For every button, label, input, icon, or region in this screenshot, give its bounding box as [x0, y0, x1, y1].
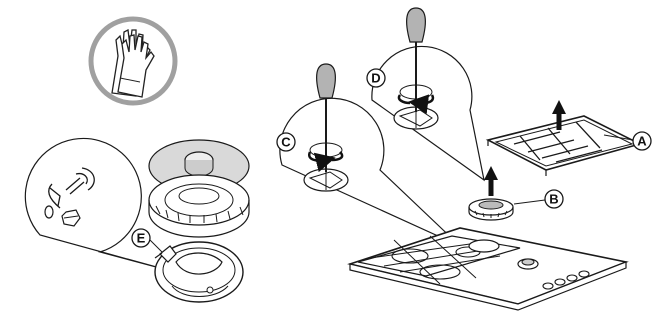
- pan-support-grate: [488, 100, 640, 176]
- nozzle-detail-bubble: [25, 138, 160, 268]
- protective-gloves-icon: [91, 19, 175, 103]
- burner-base: [155, 242, 243, 302]
- callout-e: E: [132, 229, 162, 252]
- callout-d-label: D: [371, 71, 380, 86]
- callout-e-label: E: [137, 231, 146, 246]
- gas-hob: [350, 228, 626, 310]
- callout-b: B: [514, 190, 563, 208]
- callout-b-label: B: [549, 192, 558, 207]
- callout-c-label: C: [281, 135, 291, 150]
- callout-c: C: [277, 133, 295, 151]
- arrow-up-icon-b: [484, 166, 498, 196]
- callout-d: D: [367, 69, 385, 87]
- burner-spreader-stack: [149, 140, 249, 237]
- screwdriver-detail-d: [372, 8, 484, 180]
- callout-a-label: A: [637, 134, 647, 149]
